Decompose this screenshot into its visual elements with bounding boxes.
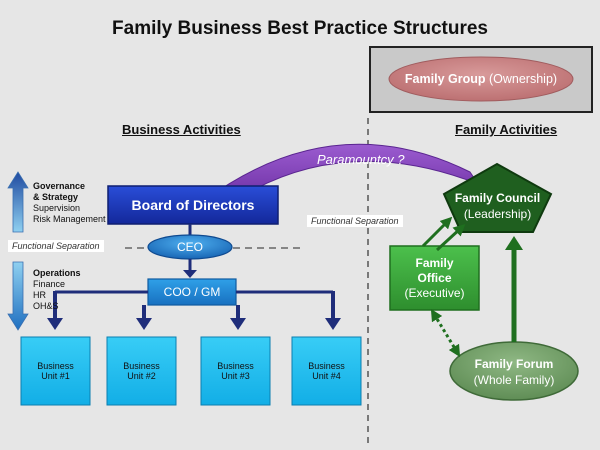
coo-label: COO / GM bbox=[163, 285, 221, 299]
operations-item: Finance bbox=[33, 279, 66, 289]
functional-separation-left: Functional Separation bbox=[8, 240, 104, 252]
governance-heading-2: & Strategy bbox=[33, 192, 79, 202]
office-role: (Executive) bbox=[404, 285, 465, 300]
business-unit-4-box bbox=[291, 336, 362, 406]
ceo-coo-arrowhead bbox=[183, 270, 197, 278]
family-forum-label: Family Forum (Whole Family) bbox=[450, 352, 578, 392]
family-office-box bbox=[389, 245, 480, 311]
business-unit-3-box bbox=[200, 336, 271, 406]
business-unit-3-label: Business Unit #3 bbox=[201, 337, 270, 405]
governance-item: Risk Management bbox=[33, 214, 106, 224]
family-council-label: Family Council (Leadership) bbox=[444, 184, 551, 228]
business-unit-2-box bbox=[106, 336, 177, 406]
bu-arrows bbox=[47, 291, 341, 330]
family-activities-heading: Family Activities bbox=[455, 122, 558, 137]
forum-name: Family Forum bbox=[474, 357, 554, 371]
family-group-detail: (Ownership) bbox=[488, 72, 558, 86]
bu-line2: Unit #2 bbox=[127, 371, 156, 381]
governance-up-arrow bbox=[7, 171, 29, 233]
board-label: Board of Directors bbox=[131, 197, 255, 213]
council-role: (Leadership) bbox=[463, 207, 532, 221]
family-council-pentagon bbox=[442, 162, 553, 233]
office-line1: Family bbox=[415, 255, 454, 270]
ceo-label: CEO bbox=[176, 240, 203, 254]
board-box bbox=[107, 185, 279, 225]
operations-text: Operations Finance HR OH&S bbox=[33, 268, 81, 312]
office-council-arrow-1 bbox=[421, 216, 453, 248]
bu-line2: Unit #1 bbox=[41, 371, 70, 381]
office-forum-arrow bbox=[430, 308, 461, 358]
operations-heading: Operations bbox=[33, 268, 81, 278]
family-office-label: Family Office (Executive) bbox=[390, 246, 479, 310]
operations-down-arrow bbox=[7, 261, 29, 331]
functional-separation-right: Functional Separation bbox=[307, 215, 403, 227]
business-unit-2-label: Business Unit #2 bbox=[107, 337, 176, 405]
bu-line2: Unit #3 bbox=[221, 371, 250, 381]
operations-item: OH&S bbox=[33, 301, 59, 311]
business-unit-4-label: Business Unit #4 bbox=[292, 337, 361, 405]
bu-line1: Business bbox=[37, 361, 74, 371]
governance-heading-1: Governance bbox=[33, 181, 86, 191]
family-group-label: Family Group (Ownership) bbox=[390, 68, 572, 90]
business-unit-1-box bbox=[20, 336, 91, 406]
family-group-ellipse bbox=[388, 56, 574, 102]
office-council-arrow-2 bbox=[435, 223, 466, 252]
bu-line1: Business bbox=[217, 361, 254, 371]
page-title: Family Business Best Practice Structures bbox=[112, 18, 488, 39]
forum-role: (Whole Family) bbox=[473, 373, 555, 387]
council-name: Family Council bbox=[454, 191, 541, 205]
governance-item: Supervision bbox=[33, 203, 81, 213]
forum-council-arrowhead bbox=[505, 236, 523, 250]
business-unit-1-label: Business Unit #1 bbox=[21, 337, 90, 405]
business-activities-heading: Business Activities bbox=[122, 122, 241, 137]
office-line2: Office bbox=[417, 270, 452, 285]
family-group-name: Family Group bbox=[404, 72, 486, 86]
governance-text: Governance & Strategy Supervision Risk M… bbox=[33, 181, 106, 225]
bu-line1: Business bbox=[308, 361, 345, 371]
operations-item: HR bbox=[33, 290, 46, 300]
bu-line1: Business bbox=[123, 361, 160, 371]
bu-line2: Unit #4 bbox=[312, 371, 341, 381]
paramountcy-label: Paramountcy ? bbox=[317, 152, 405, 167]
